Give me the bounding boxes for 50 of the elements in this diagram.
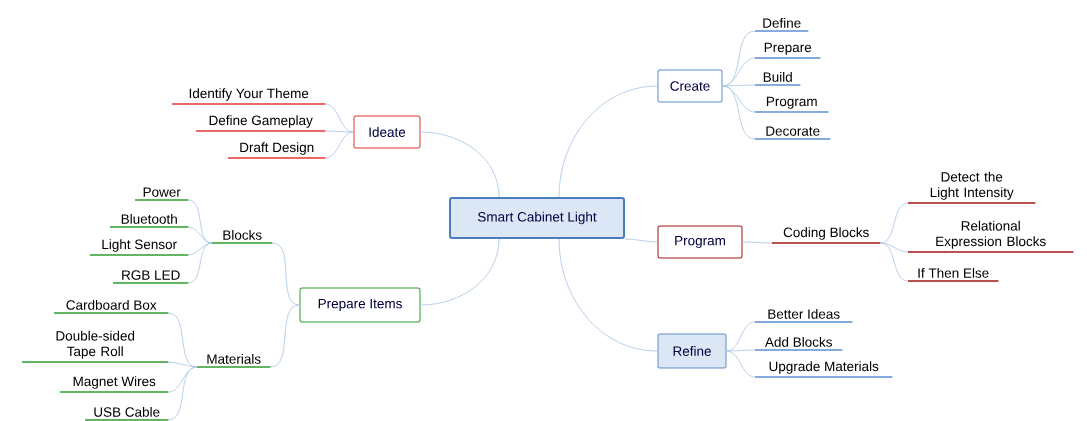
connector-line bbox=[624, 238, 658, 243]
connector-line bbox=[272, 242, 300, 306]
connector-line bbox=[188, 226, 213, 244]
underlined-topic: Define bbox=[754, 17, 810, 32]
underlined-topic: Identify Your Theme bbox=[171, 88, 327, 105]
underlined-topic: Cardboard Box bbox=[53, 299, 170, 314]
topic-box: Prepare Items bbox=[299, 287, 421, 323]
underlined-topic: Upgrade Materials bbox=[754, 361, 894, 378]
underlined-topic: Double-sided Tape Roll bbox=[21, 330, 170, 363]
central-topic-box: Smart Cabinet Light bbox=[449, 197, 625, 239]
underlined-topic: Light Sensor bbox=[89, 239, 190, 256]
topic-box: Program bbox=[657, 225, 743, 259]
underlined-topic: Prepare bbox=[754, 42, 822, 59]
underlined-topic: Magnet Wires bbox=[59, 376, 170, 393]
underlined-topic: Define Gameplay bbox=[195, 115, 327, 132]
connector-line bbox=[168, 361, 198, 368]
underlined-topic: Coding Blocks bbox=[771, 227, 882, 244]
connector-line bbox=[722, 85, 756, 140]
underlined-topic: Better Ideas bbox=[754, 308, 854, 323]
topic-box: Ideate bbox=[353, 115, 421, 149]
underlined-topic: Program bbox=[754, 96, 830, 113]
underlined-topic: Power bbox=[134, 187, 190, 201]
connector-line bbox=[325, 130, 354, 133]
underlined-topic: Relational Expression Blocks bbox=[907, 220, 1075, 253]
connector-line bbox=[726, 349, 756, 352]
underlined-topic: Bluetooth bbox=[109, 213, 190, 228]
connector-line bbox=[742, 241, 773, 244]
connector-line bbox=[420, 131, 500, 198]
underlined-topic: RGB LED bbox=[112, 270, 190, 284]
connector-line bbox=[558, 238, 658, 352]
topic-box: Refine bbox=[657, 333, 727, 369]
connector-line bbox=[188, 242, 213, 284]
underlined-topic: Decorate bbox=[754, 126, 832, 140]
underlined-topic: Detect the Light Intensity bbox=[907, 171, 1037, 204]
connector-line bbox=[270, 304, 300, 368]
connector-line bbox=[420, 238, 500, 306]
connector-line bbox=[880, 242, 909, 282]
underlined-topic: Blocks bbox=[211, 229, 274, 244]
underlined-topic: Materials bbox=[196, 353, 272, 368]
underlined-topic: If Then Else bbox=[907, 267, 1000, 282]
connector-line bbox=[325, 131, 354, 159]
connector-line bbox=[880, 202, 909, 244]
underlined-topic: Draft Design bbox=[227, 142, 327, 159]
topic-box: Create bbox=[657, 69, 723, 103]
connector-line bbox=[558, 85, 658, 198]
underlined-topic: Add Blocks bbox=[754, 336, 844, 351]
underlined-topic: Build bbox=[754, 71, 802, 86]
connector-line bbox=[168, 366, 198, 421]
underlined-topic: USB Cable bbox=[84, 406, 170, 421]
connector-line bbox=[726, 350, 756, 378]
